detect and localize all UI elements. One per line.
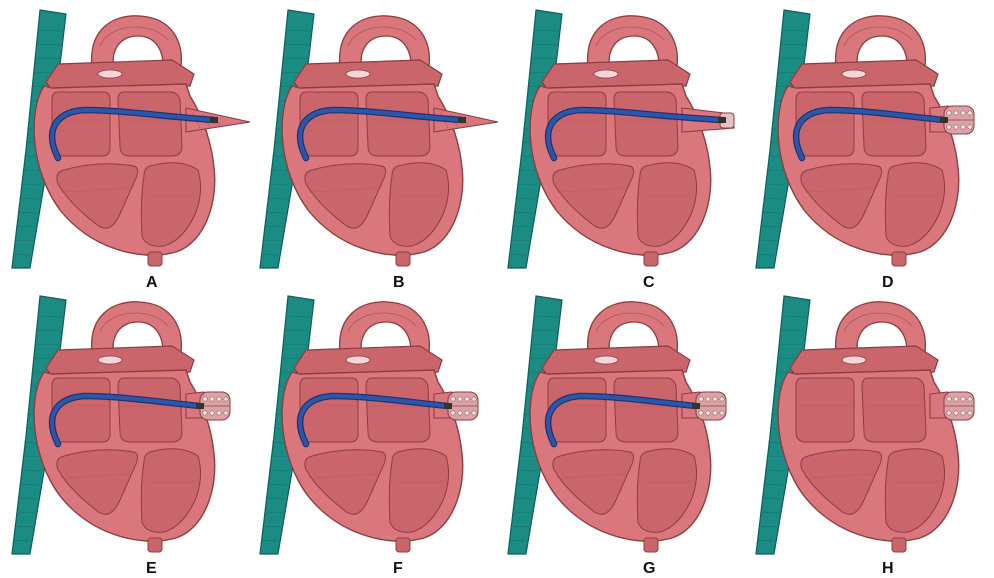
vessel-opening	[98, 70, 122, 78]
vessel-opening	[346, 356, 370, 364]
heart-illustration	[744, 0, 992, 285]
panel-a: A	[0, 0, 248, 285]
heart-illustration	[248, 286, 496, 571]
apex-stub	[148, 538, 162, 552]
panel-d: D	[744, 0, 992, 285]
left-atrium	[300, 92, 358, 156]
panel-label: G	[643, 560, 655, 578]
panel-c: C	[496, 0, 744, 285]
vessel-opening	[594, 70, 618, 78]
catheter-tip	[692, 403, 700, 409]
heart-illustration	[248, 0, 496, 285]
panel-b: B	[248, 0, 496, 285]
occluder-device	[944, 106, 974, 134]
right-atrium	[366, 378, 430, 442]
vessel-opening	[594, 356, 618, 364]
heart-illustration	[0, 0, 248, 285]
occluder-device	[696, 392, 726, 420]
right-atrium	[366, 92, 430, 156]
vessel-opening	[842, 70, 866, 78]
catheter-tip	[196, 403, 204, 409]
apex-stub	[644, 252, 658, 266]
vessel-opening	[842, 356, 866, 364]
left-atrium	[548, 378, 606, 442]
right-atrium	[614, 92, 678, 156]
right-atrium	[614, 378, 678, 442]
panel-label: F	[393, 560, 403, 578]
occluder-device	[200, 392, 230, 420]
catheter-tip	[444, 403, 452, 409]
apex-stub	[644, 538, 658, 552]
left-atrium	[548, 92, 606, 156]
occluder-device	[448, 392, 478, 420]
vessel-opening	[346, 70, 370, 78]
right-atrium	[118, 378, 182, 442]
heart-illustration	[0, 286, 248, 571]
apex-stub	[892, 538, 906, 552]
catheter-tip	[210, 117, 218, 123]
left-atrium	[52, 378, 110, 442]
left-atrium	[796, 92, 854, 156]
right-atrium	[118, 92, 182, 156]
panel-e: E	[0, 286, 248, 571]
apex-stub	[892, 252, 906, 266]
apex-stub	[148, 252, 162, 266]
heart-illustration	[496, 0, 744, 285]
panel-label: H	[882, 560, 894, 578]
catheter-tip	[718, 117, 726, 123]
heart-illustration	[744, 286, 992, 571]
heart-illustration	[496, 286, 744, 571]
panel-label: E	[146, 560, 157, 578]
panel-f: F	[248, 286, 496, 571]
catheter-tip	[940, 117, 948, 123]
vessel-opening	[98, 356, 122, 364]
apex-stub	[396, 538, 410, 552]
panel-h: H	[744, 286, 992, 571]
catheter-tip	[458, 117, 466, 123]
left-atrium	[796, 378, 854, 442]
apex-stub	[396, 252, 410, 266]
right-atrium	[862, 378, 926, 442]
left-atrium	[52, 92, 110, 156]
occluder-device	[944, 392, 974, 420]
panel-g: G	[496, 286, 744, 571]
left-atrium	[300, 378, 358, 442]
right-atrium	[862, 92, 926, 156]
